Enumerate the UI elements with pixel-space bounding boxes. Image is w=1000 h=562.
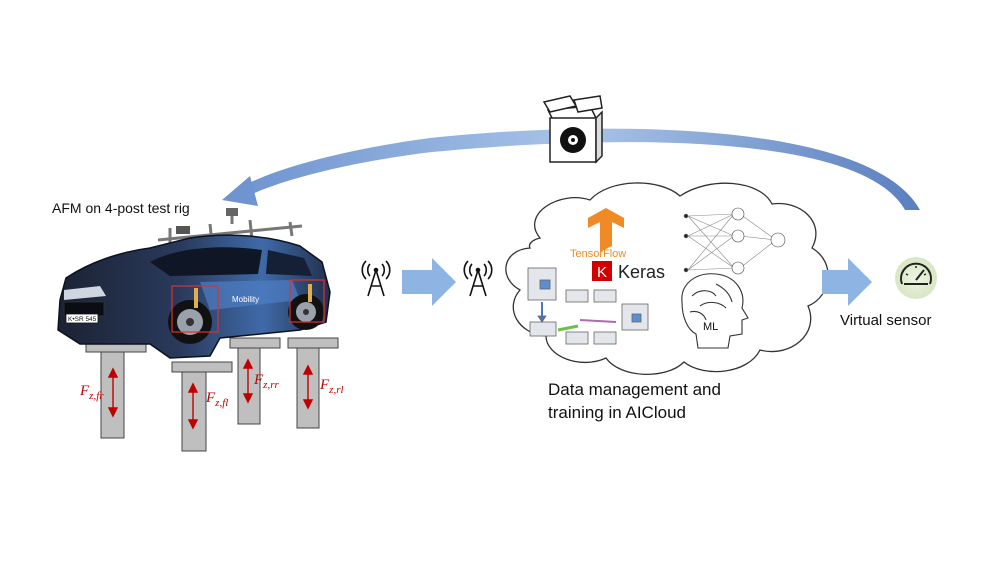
tensorflow-label: TensorFlow xyxy=(570,248,626,260)
door-text: Mobility xyxy=(232,295,259,304)
antenna-icon-right xyxy=(463,260,493,297)
post-front-left xyxy=(171,361,233,373)
svg-text:K: K xyxy=(597,264,607,281)
ml-label: ML xyxy=(703,321,718,333)
test-vehicle: Mobility K•SR 545 xyxy=(57,208,331,359)
virtual-sensor-label: Virtual sensor xyxy=(840,312,932,329)
rear-suspension-marker xyxy=(289,279,325,323)
keras-logo: K Keras xyxy=(592,261,665,282)
force-label-rl: Fz,rl xyxy=(320,377,344,396)
force-label-rr: Fz,rr xyxy=(254,372,279,391)
antenna-icon-left xyxy=(361,260,391,297)
svg-text:K•SR 545: K•SR 545 xyxy=(68,316,97,323)
tensorflow-logo: TensorFlow xyxy=(570,208,626,260)
speedometer-icon xyxy=(895,257,937,299)
front-suspension-marker xyxy=(171,285,219,333)
deploy-arrow xyxy=(822,258,872,306)
post-rear-left xyxy=(287,337,339,349)
brain-icon xyxy=(681,273,749,349)
neural-network-icon xyxy=(683,207,786,275)
force-label-fr: Fz,fr xyxy=(80,383,104,402)
post-rear-right xyxy=(229,337,281,349)
cloud-caption-line1: Data management and xyxy=(548,380,721,399)
transmit-arrow xyxy=(402,258,456,306)
ai-cloud xyxy=(505,182,829,375)
force-arrows xyxy=(107,358,314,430)
force-label-fl: Fz,fl xyxy=(206,390,229,409)
cloud-caption-line2: training in AICloud xyxy=(548,403,686,422)
test-rig-label: AFM on 4-post test rig xyxy=(52,200,190,216)
software-box-icon xyxy=(542,95,603,164)
feedback-arc-arrow xyxy=(222,128,920,210)
keras-label: Keras xyxy=(618,262,665,282)
server-cluster xyxy=(527,267,649,345)
license-plate xyxy=(65,313,99,324)
